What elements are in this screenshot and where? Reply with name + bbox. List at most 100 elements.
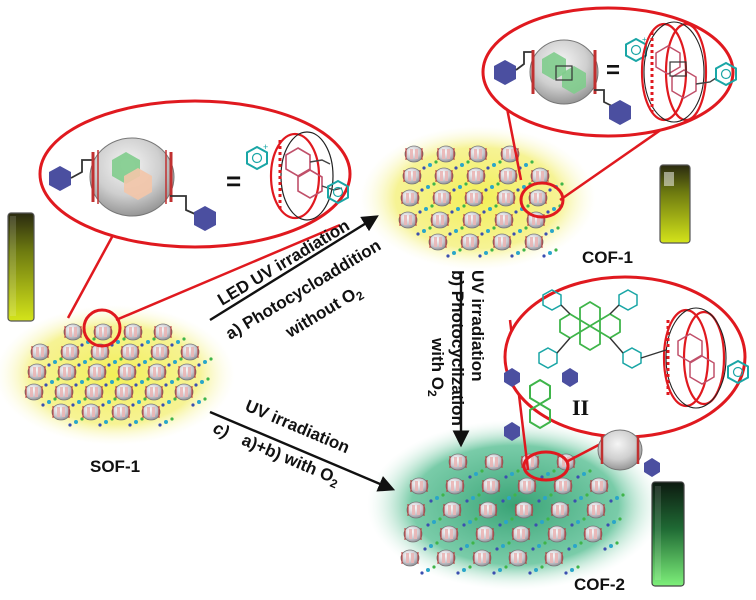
framework-barrel xyxy=(550,501,570,519)
framework-barrel xyxy=(144,383,164,401)
cation-sign: + xyxy=(263,142,268,152)
oxygen-subscript: 2 xyxy=(328,476,340,492)
framework-barrel xyxy=(436,549,456,567)
framework-barrel xyxy=(57,363,77,381)
framework-barrel xyxy=(398,211,418,229)
framework-barrel xyxy=(586,501,606,519)
cucurbituril-icon xyxy=(597,429,643,471)
framework-barrel xyxy=(448,453,468,471)
framework-barrel xyxy=(54,383,74,401)
sof1-vial xyxy=(7,212,35,322)
cof1-zoom-circle xyxy=(519,181,565,219)
cof2-vial xyxy=(651,481,685,587)
framework-barrel xyxy=(153,323,173,341)
framework-barrel xyxy=(475,525,495,543)
hexagon-icon xyxy=(644,458,660,477)
framework-barrel xyxy=(508,549,528,567)
framework-barrel xyxy=(514,501,534,519)
framework-barrel xyxy=(460,233,480,251)
equals-sign: = xyxy=(226,166,241,196)
framework-barrel xyxy=(84,383,104,401)
framework-barrel xyxy=(478,501,498,519)
framework-barrel xyxy=(117,363,137,381)
framework-barrel xyxy=(589,477,609,495)
framework-barrel xyxy=(466,167,486,185)
cof2-label: COF-2 xyxy=(574,575,625,594)
cation-sign: + xyxy=(642,35,647,44)
svg-text:with O2: with O2 xyxy=(425,337,447,397)
framework-barrel xyxy=(174,383,194,401)
framework-barrel xyxy=(528,189,548,207)
framework-barrel xyxy=(494,211,514,229)
framework-barrel xyxy=(544,549,564,567)
framework-barrel xyxy=(400,189,420,207)
framework-barrel xyxy=(400,549,420,567)
arrow-b-label2: b) Photocyclization xyxy=(448,270,467,426)
cof2-host-guest-complex: II xyxy=(504,289,749,477)
framework-barrel xyxy=(432,189,452,207)
framework-barrel xyxy=(51,403,71,421)
framework-barrel xyxy=(481,477,501,495)
hexagon-icon xyxy=(609,100,631,125)
framework-barrel xyxy=(524,233,544,251)
framework-barrel xyxy=(63,323,83,341)
hexagon-icon xyxy=(504,422,520,441)
framework-barrel xyxy=(468,145,488,163)
framework-barrel xyxy=(464,189,484,207)
framework-barrel xyxy=(511,525,531,543)
framework-barrel xyxy=(147,363,167,381)
framework-barrel xyxy=(81,403,101,421)
oxygen-subscript: 2 xyxy=(425,390,439,397)
sof1-host-guest-complex: = + xyxy=(49,131,349,231)
cof1-label: COF-1 xyxy=(582,248,633,267)
framework-barrel xyxy=(409,477,429,495)
framework-barrel xyxy=(30,343,50,361)
framework-barrel xyxy=(403,525,423,543)
cof1-vial xyxy=(659,164,691,244)
framework-barrel xyxy=(439,525,459,543)
framework-barrel xyxy=(430,211,450,229)
hexagon-icon xyxy=(494,60,516,85)
framework-barrel xyxy=(180,343,200,361)
hexagon-icon xyxy=(49,166,71,191)
framework-barrel xyxy=(114,383,134,401)
arrow-c-prefix: c) xyxy=(210,418,232,442)
framework-barrel xyxy=(436,145,456,163)
cof1-host-guest-complex: = + xyxy=(494,21,737,125)
framework-barrel xyxy=(434,167,454,185)
framework-barrel xyxy=(428,233,448,251)
arrow-b-label: UV irradiation xyxy=(468,270,487,381)
framework-barrel xyxy=(583,525,603,543)
parallel-sign: II xyxy=(572,395,589,420)
sof1-zoom-circle xyxy=(82,308,122,348)
arrow-b-line1: UV irradiation xyxy=(468,270,487,381)
hexagon-icon xyxy=(562,368,578,387)
framework-barrel xyxy=(404,145,424,163)
equals-sign: = xyxy=(606,57,620,84)
framework-barrel xyxy=(472,549,492,567)
framework-barrel xyxy=(492,233,512,251)
sof1-label: SOF-1 xyxy=(90,457,140,476)
framework-barrel xyxy=(93,323,113,341)
framework-barrel xyxy=(553,477,573,495)
framework-barrel xyxy=(24,383,44,401)
cof2-framework xyxy=(367,420,663,590)
framework-barrel xyxy=(141,403,161,421)
arrow-b-line2: b) Photocyclization xyxy=(448,270,467,426)
hexagon-icon xyxy=(194,206,216,231)
framework-barrel xyxy=(123,323,143,341)
arrow-a xyxy=(209,215,379,322)
framework-barrel xyxy=(484,453,504,471)
framework-barrel xyxy=(27,363,47,381)
framework-barrel xyxy=(406,501,426,519)
framework-barrel xyxy=(462,211,482,229)
framework-barrel xyxy=(87,363,107,381)
framework-barrel xyxy=(177,363,197,381)
cof2-zoom-circle xyxy=(522,450,570,482)
framework-barrel xyxy=(150,343,170,361)
framework-barrel xyxy=(60,343,80,361)
arrow-c xyxy=(209,410,396,492)
framework-barrel xyxy=(111,403,131,421)
framework-barrel xyxy=(120,343,140,361)
